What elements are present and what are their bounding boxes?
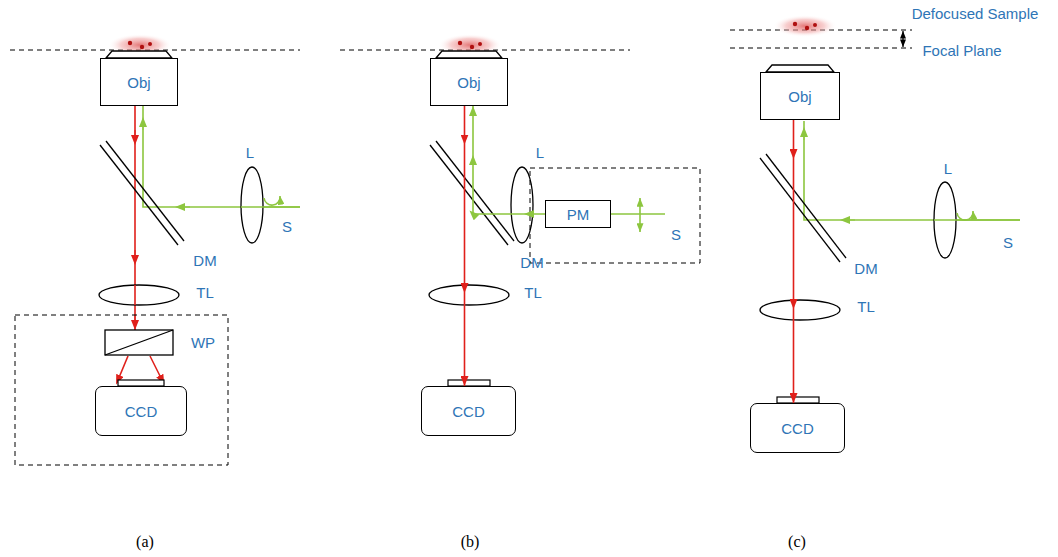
part-label: L: [536, 144, 544, 161]
excitation-beam: [804, 121, 1020, 220]
beam-arrow: [180, 207, 190, 208]
beam-arrow: [135, 315, 136, 325]
wollaston-prism: [105, 330, 173, 355]
part-label: S: [1003, 234, 1013, 251]
excitation-beam: [143, 106, 300, 207]
group-box: [15, 315, 228, 465]
node-text: CCD: [125, 403, 158, 420]
part-label: TL: [524, 284, 542, 301]
node-text: Obj: [788, 88, 811, 105]
objective-box: Obj: [430, 58, 508, 106]
camera-box: CCD: [421, 386, 516, 436]
plane-label: Defocused Sample: [912, 5, 1039, 22]
fluorophores: [458, 41, 482, 49]
part-label: L: [246, 144, 254, 161]
part-label: DM: [520, 254, 543, 271]
node-text: PM: [567, 206, 590, 223]
fluorophores: [128, 41, 152, 49]
node-text: CCD: [781, 420, 814, 437]
prism-interface: [105, 330, 173, 355]
part-label: WP: [191, 334, 215, 351]
emission-beam: [134, 106, 136, 330]
objective-cap: [766, 65, 834, 72]
part-label: DM: [854, 260, 877, 277]
dichroic-mirror: [100, 141, 184, 245]
camera-box: CCD: [95, 386, 187, 436]
defocus-arrow: [902, 31, 903, 47]
sample: [773, 15, 837, 37]
camera-box: CCD: [750, 403, 845, 453]
dichroic-mirror: [430, 141, 514, 245]
emission-beam: [793, 120, 795, 403]
focal-plane-line: [730, 48, 912, 49]
emission-beam: [134, 285, 136, 305]
objective-box: Obj: [100, 58, 178, 106]
modulator-box: PM: [545, 200, 611, 228]
dichroic-mirror: [760, 154, 846, 262]
beam-arrow: [135, 130, 136, 140]
emission-beam: [464, 106, 466, 386]
beam-arrow: [845, 220, 855, 221]
objective-cap: [106, 51, 172, 58]
part-label: S: [282, 218, 292, 235]
node-text: Obj: [457, 74, 480, 91]
excitation-beam: [473, 106, 545, 214]
excitation-beam: [611, 213, 665, 215]
group-box: [530, 168, 700, 263]
part-label: L: [944, 160, 952, 177]
lens: [511, 167, 533, 243]
split-beam: [150, 356, 162, 380]
tube-lens: [760, 300, 840, 320]
part-label: S: [671, 226, 681, 243]
node-text: CCD: [452, 403, 485, 420]
beam-arrow: [135, 250, 136, 260]
excitation-beam: [934, 219, 1020, 221]
circular-polarization: [957, 211, 973, 220]
fluorophores: [793, 22, 817, 30]
panel-label: (a): [136, 533, 154, 551]
panel-label: (b): [461, 533, 480, 551]
panel-label: (c): [788, 533, 806, 551]
circular-polarization: [264, 196, 280, 205]
part-label: TL: [196, 284, 214, 301]
linear-polarization: [639, 198, 641, 232]
objective-cap: [436, 51, 502, 58]
lens: [241, 167, 263, 243]
split-beam: [118, 356, 128, 380]
tube-lens: [429, 285, 509, 305]
beam-arrow: [143, 122, 144, 130]
beam-arrow: [804, 132, 805, 140]
part-label: DM: [193, 252, 216, 269]
excitation-beam: [241, 206, 300, 208]
part-label: TL: [857, 298, 875, 315]
node-text: Obj: [127, 74, 150, 91]
plane-label: Focal Plane: [922, 42, 1001, 59]
tube-lens: [99, 285, 179, 305]
objective-box: Obj: [760, 72, 840, 120]
